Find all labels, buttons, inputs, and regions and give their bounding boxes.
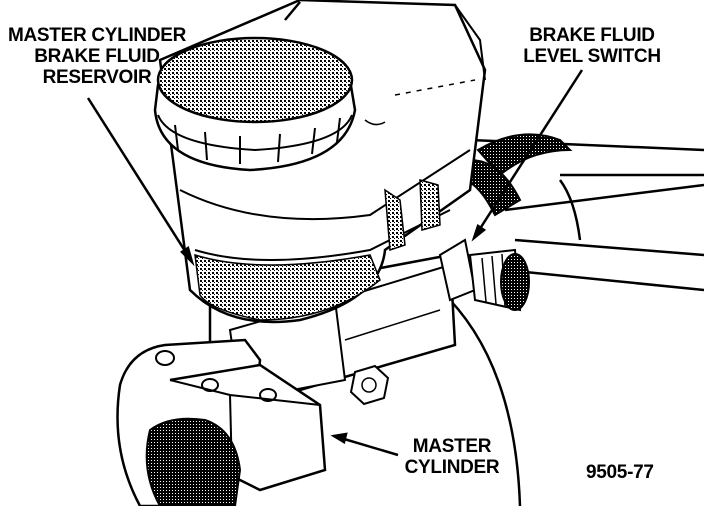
master-cylinder-label: MASTER CYLINDER: [400, 436, 504, 478]
mounting-nut: [349, 364, 390, 406]
figure-number: 9505-77: [586, 462, 654, 483]
level-switch-label-line: LEVEL SWITCH: [523, 46, 661, 67]
master-cylinder-label-line: CYLINDER: [404, 457, 500, 478]
level-switch-label-line: BRAKE FLUID: [529, 25, 655, 46]
reservoir-label-line: MASTER CYLINDER: [7, 25, 187, 46]
master-cylinder-label-line: MASTER: [412, 436, 492, 457]
reservoir-cap: [153, 36, 357, 172]
reservoir-label: MASTER CYLINDER BRAKE FLUID RESERVOIR: [4, 25, 190, 88]
reservoir-label-line: RESERVOIR: [42, 67, 152, 88]
level-switch-label: BRAKE FLUID LEVEL SWITCH: [516, 25, 668, 67]
reservoir-label-line: BRAKE FLUID: [34, 46, 160, 67]
mounting-bracket: [469, 138, 704, 292]
level-switch: [438, 238, 530, 312]
brake-booster: [439, 289, 522, 506]
leader-lines: [86, 1, 584, 457]
master-cylinder-front-housing: [116, 338, 327, 506]
